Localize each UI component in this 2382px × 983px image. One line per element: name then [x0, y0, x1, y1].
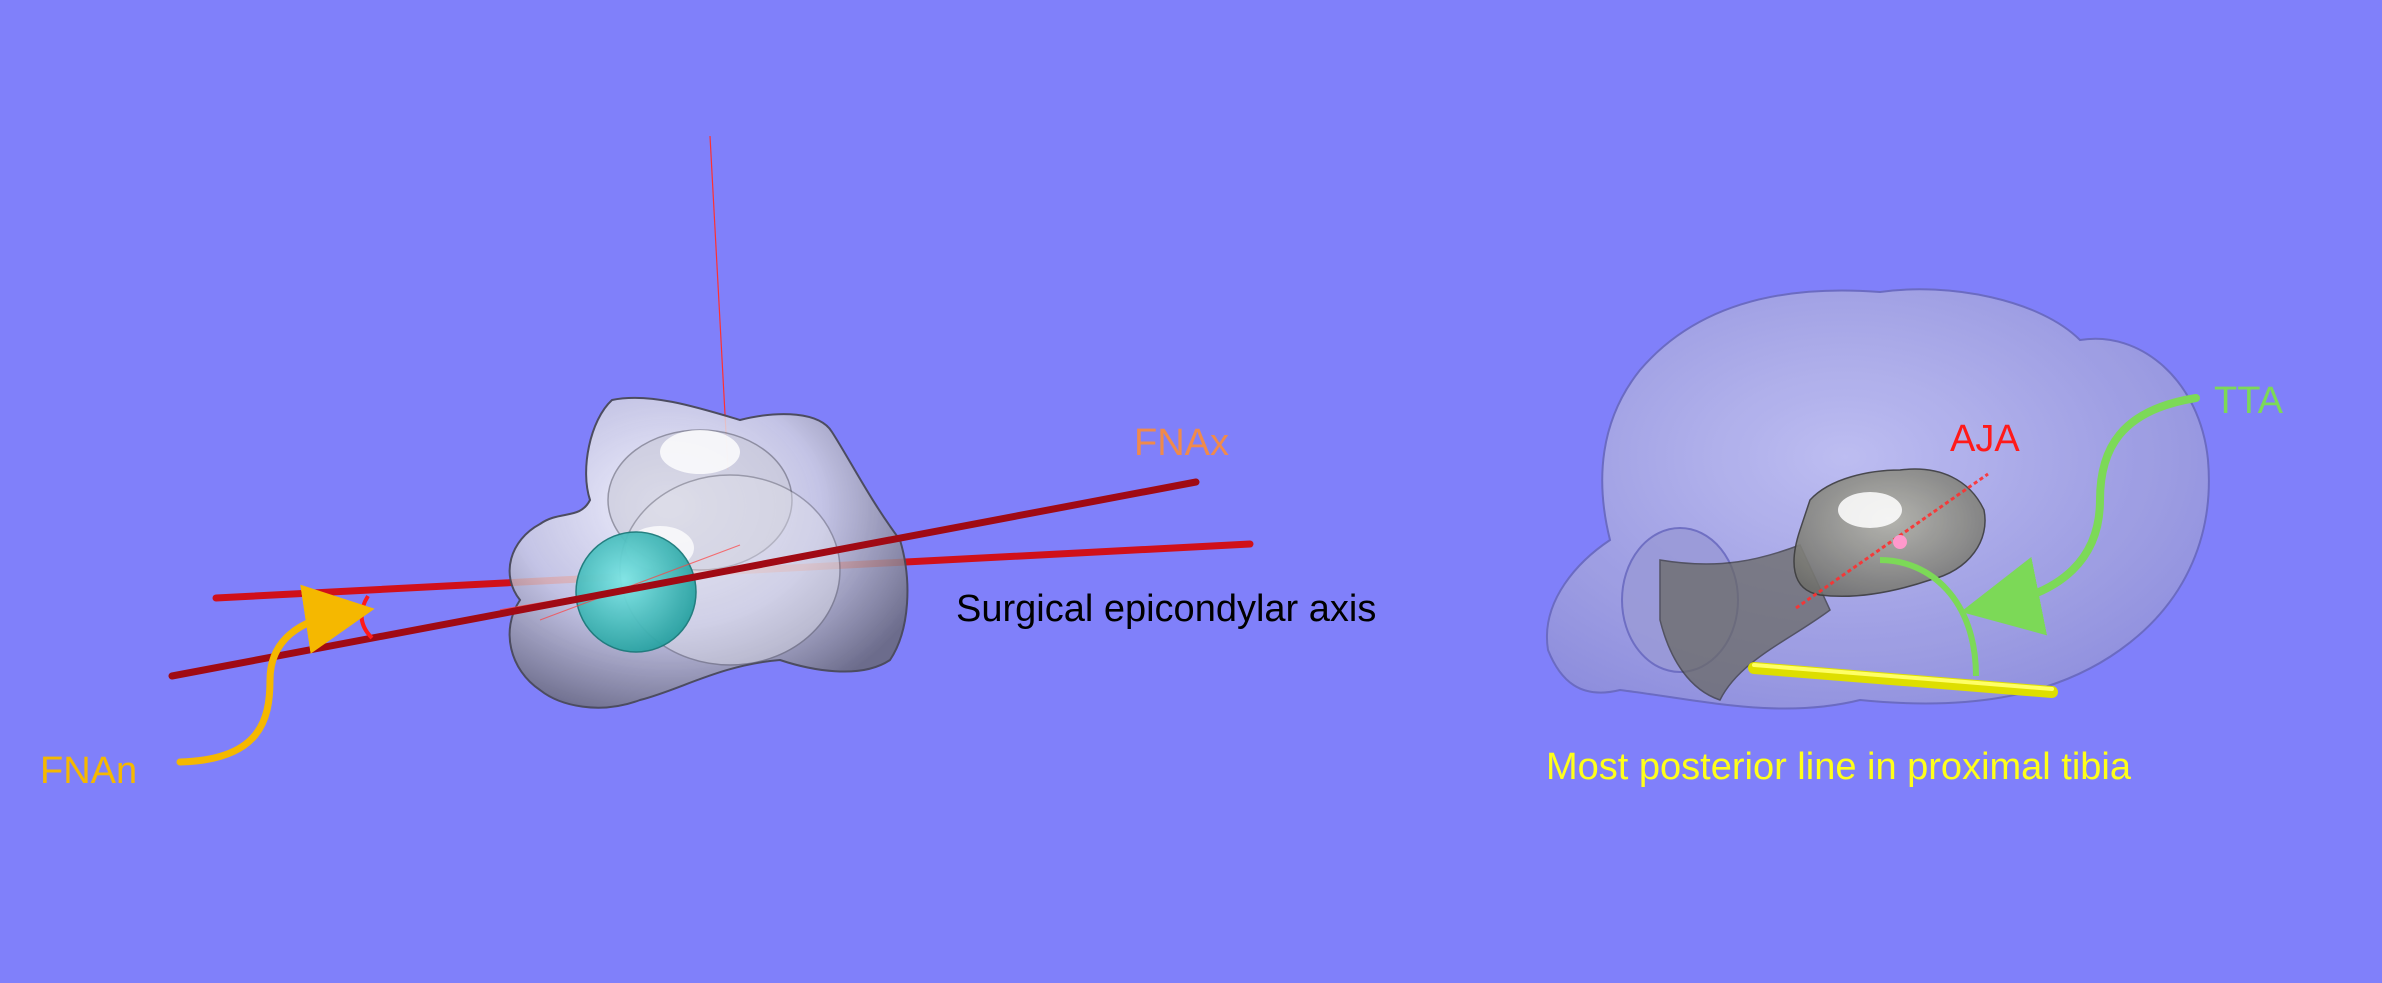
surgical-epicondylar-axis-label: Surgical epicondylar axis: [956, 590, 1376, 628]
fnan-label: FNAn: [40, 752, 137, 790]
aja-label: AJA: [1950, 420, 2020, 458]
most-posterior-line-label: Most posterior line in proximal tibia: [1546, 748, 2131, 786]
anteversion-angle-arc: [362, 596, 372, 638]
femur-model: [172, 136, 1250, 762]
fnax-label: FNAx: [1134, 424, 1229, 462]
femur-highlight: [660, 430, 740, 474]
tibia-model: [1547, 289, 2209, 708]
fnan-arrow: [180, 614, 340, 762]
tubercle-highlight: [1838, 492, 1902, 528]
tta-label: TTA: [2214, 382, 2283, 420]
aja-center-point: [1893, 535, 1907, 549]
femoral-head-sphere: [576, 532, 696, 652]
